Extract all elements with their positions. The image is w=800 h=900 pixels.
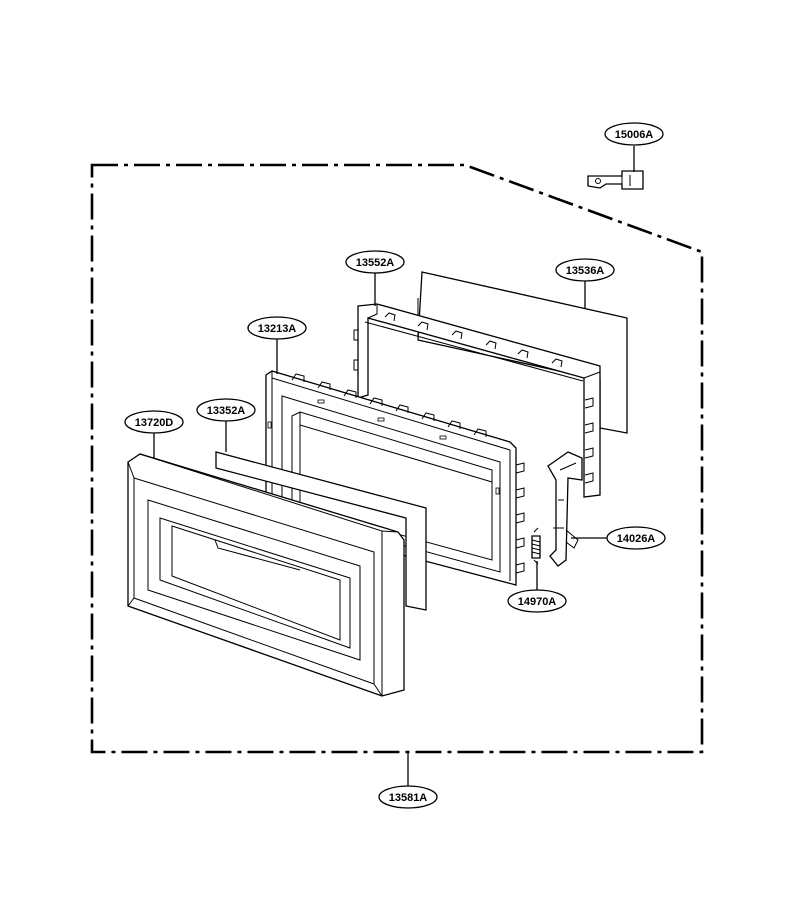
- callout-13213A-label: 13213A: [258, 323, 297, 335]
- part-13552A-inner-frame: [353, 303, 601, 498]
- callout-13352A: 13352A: [196, 398, 256, 422]
- part-14026A-latch-hook: [547, 451, 583, 567]
- callout-13536A-label: 13536A: [566, 265, 605, 277]
- callout-13720D: 13720D: [124, 410, 184, 434]
- callout-13352A-label: 13352A: [207, 405, 246, 417]
- callout-15006A: 15006A: [604, 122, 664, 146]
- part-14970A-spring: [531, 527, 541, 565]
- callout-13552A: 13552A: [345, 250, 405, 274]
- leader-lines: [153, 146, 635, 786]
- part-15006A-bracket: [587, 170, 644, 190]
- callout-14970A: 14970A: [507, 589, 567, 613]
- part-13352A-glass-panel: [215, 451, 427, 611]
- assembly-boundary: [90, 163, 704, 754]
- callout-13552A-label: 13552A: [356, 257, 395, 269]
- callout-13581A: 13581A: [378, 785, 438, 809]
- callout-14970A-label: 14970A: [518, 596, 557, 608]
- callout-14026A-label: 14026A: [617, 533, 656, 545]
- callout-15006A-label: 15006A: [615, 129, 654, 141]
- callout-14026A: 14026A: [606, 526, 666, 550]
- callout-13213A: 13213A: [247, 316, 307, 340]
- callout-13581A-label: 13581A: [389, 792, 428, 804]
- callout-13536A: 13536A: [555, 258, 615, 282]
- part-13720D-front-trim: [127, 453, 405, 697]
- callout-13720D-label: 13720D: [135, 417, 174, 429]
